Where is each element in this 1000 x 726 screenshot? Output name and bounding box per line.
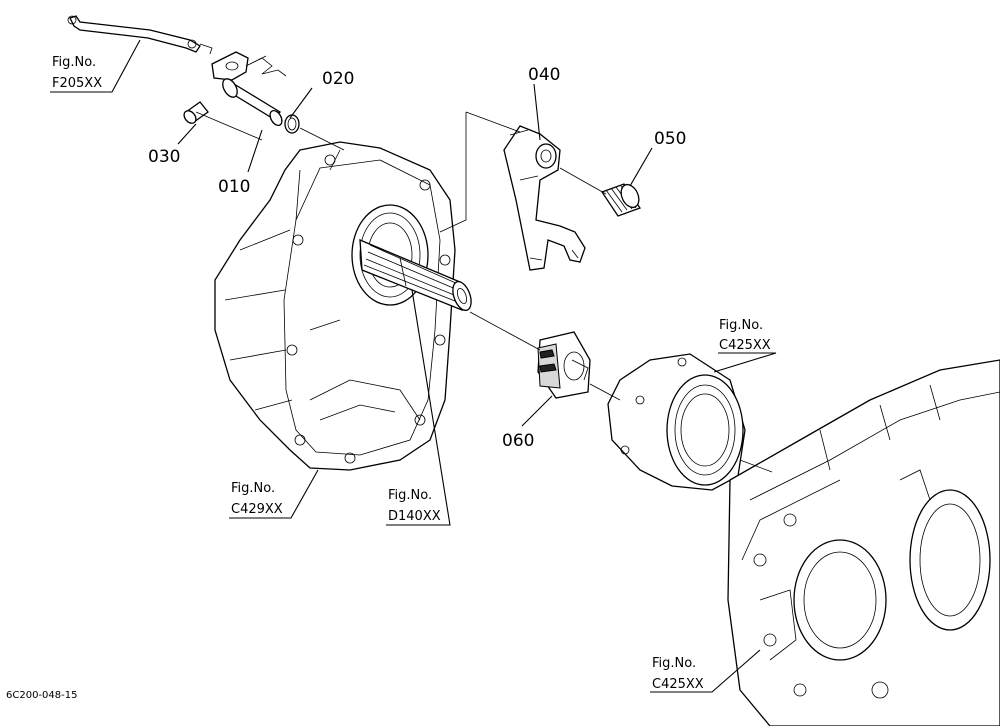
fig-ref-c429-line1: Fig.No. (231, 481, 275, 496)
fig-ref-f205-line1: Fig.No. (52, 55, 96, 70)
fig-ref-d140-line1: Fig.No. (388, 488, 432, 503)
shift-rod-drawing (67, 15, 213, 55)
part-label-010: 010 (218, 177, 250, 197)
part-label-040: 040 (528, 65, 560, 85)
fig-ref-f205-line2: F205XX (52, 76, 102, 91)
part-label-050: 050 (654, 129, 686, 149)
part-label-060: 060 (502, 431, 534, 451)
o-ring-020-drawing (284, 114, 300, 134)
part-label-020: 020 (322, 69, 354, 89)
part-label-030: 030 (148, 147, 180, 167)
splined-shaft-drawing (359, 238, 472, 312)
fig-ref-d140-line2: D140XX (388, 509, 441, 524)
shift-fork-040-drawing (503, 125, 586, 271)
transmission-housing-drawing (214, 141, 456, 471)
fig-ref-c429-line2: C429XX (231, 502, 283, 517)
leader-lines (50, 39, 777, 693)
bearing-case-drawing (607, 353, 746, 491)
shifter-060-drawing (537, 331, 591, 399)
assembly-lines (195, 111, 773, 473)
rear-case-drawing (727, 359, 1000, 726)
pin-030-drawing (183, 101, 209, 124)
shift-shaft-010-drawing (211, 51, 287, 127)
spring-050-drawing (601, 183, 641, 217)
fig-ref-c425-top-line1: Fig.No. (719, 318, 763, 333)
fig-ref-c425-top-line2: C425XX (719, 338, 771, 353)
document-code: 6C200-048-15 (6, 690, 77, 701)
fig-ref-c425-bottom-line2: C425XX (652, 677, 704, 692)
fig-ref-c425-bottom-line1: Fig.No. (652, 656, 696, 671)
